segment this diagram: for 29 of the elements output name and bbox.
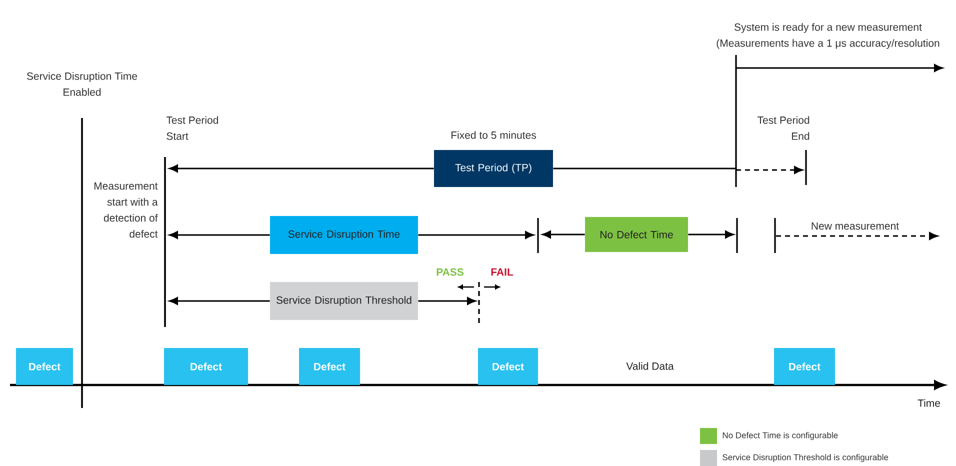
pass-label: PASS xyxy=(436,268,464,276)
marker-label: Service Disruption Time Enabled xyxy=(26,72,138,96)
note-text: System is ready for a new measurement (Measurements have a 1 μs accuracy/resolution xyxy=(716,23,940,49)
arrow xyxy=(418,297,476,305)
arrow-label: New measurement xyxy=(812,222,899,230)
defect-box: Defect xyxy=(16,348,73,385)
arrow xyxy=(688,230,734,238)
period-box: Service Disruption Threshold xyxy=(270,282,418,320)
arrow xyxy=(418,231,534,239)
axis-label: Time xyxy=(918,399,940,407)
duration-label: Fixed to 5 minutes xyxy=(451,131,536,139)
arrow xyxy=(169,297,270,305)
marker-label: Test Period End xyxy=(758,116,810,140)
arrow xyxy=(169,231,270,239)
marker-label: Test Period Start xyxy=(166,116,218,140)
legend-text: No Defect Time is configurable xyxy=(722,432,838,440)
fail-label: FAIL xyxy=(491,268,514,276)
arrow xyxy=(542,230,585,238)
period-box: No Defect Time xyxy=(585,217,688,252)
period-box: Test Period (TP) xyxy=(434,150,553,187)
legend-text: Service Disruption Threshold is configurable xyxy=(722,454,888,462)
defect-box: Defect xyxy=(774,348,835,385)
period-box: Service Disruption Time xyxy=(270,216,418,254)
marker-label: Measurement start with a detection of defect xyxy=(94,182,158,238)
defect-box: Defect xyxy=(299,348,360,385)
arrow xyxy=(169,164,434,172)
region-label: Valid Data xyxy=(626,362,674,370)
defect-box: Defect xyxy=(478,348,538,385)
defect-box: Defect xyxy=(164,348,248,385)
